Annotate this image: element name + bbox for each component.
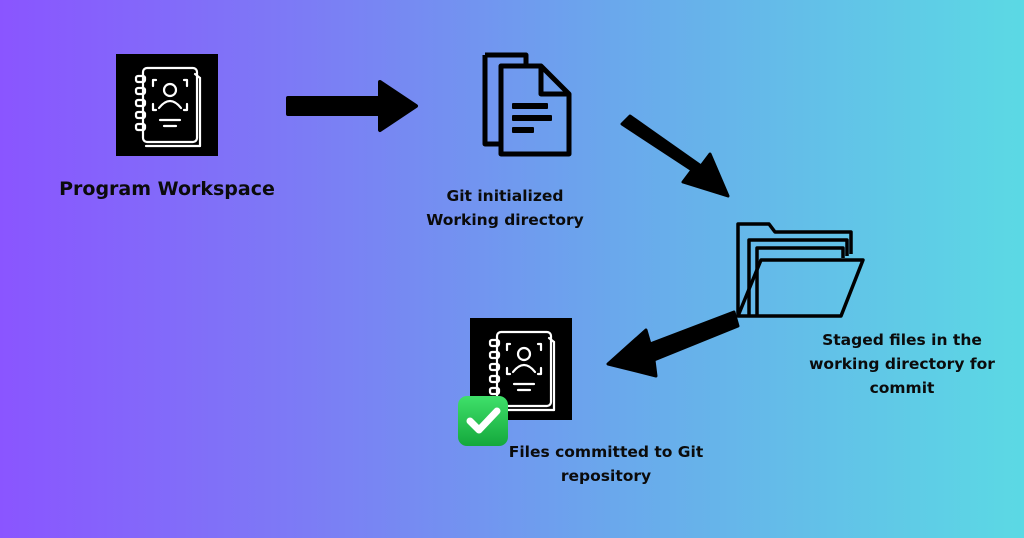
node-label-committed: Files committed to Git repository — [508, 443, 704, 485]
contact-book-icon — [470, 318, 572, 420]
arrow-right-icon — [282, 78, 420, 134]
check-badge-icon — [456, 394, 510, 448]
arrow-down-left-icon — [600, 302, 742, 382]
arrow-down-right-icon — [608, 108, 738, 208]
node-label-staged: Staged files in the working directory fo… — [809, 331, 995, 397]
folder-icon — [733, 216, 869, 322]
contact-book-icon — [116, 54, 218, 156]
documents-icon — [481, 50, 577, 160]
node-label-working-directory: Git initialized Working directory — [426, 187, 584, 229]
node-label-workspace: Program Workspace — [59, 178, 275, 200]
